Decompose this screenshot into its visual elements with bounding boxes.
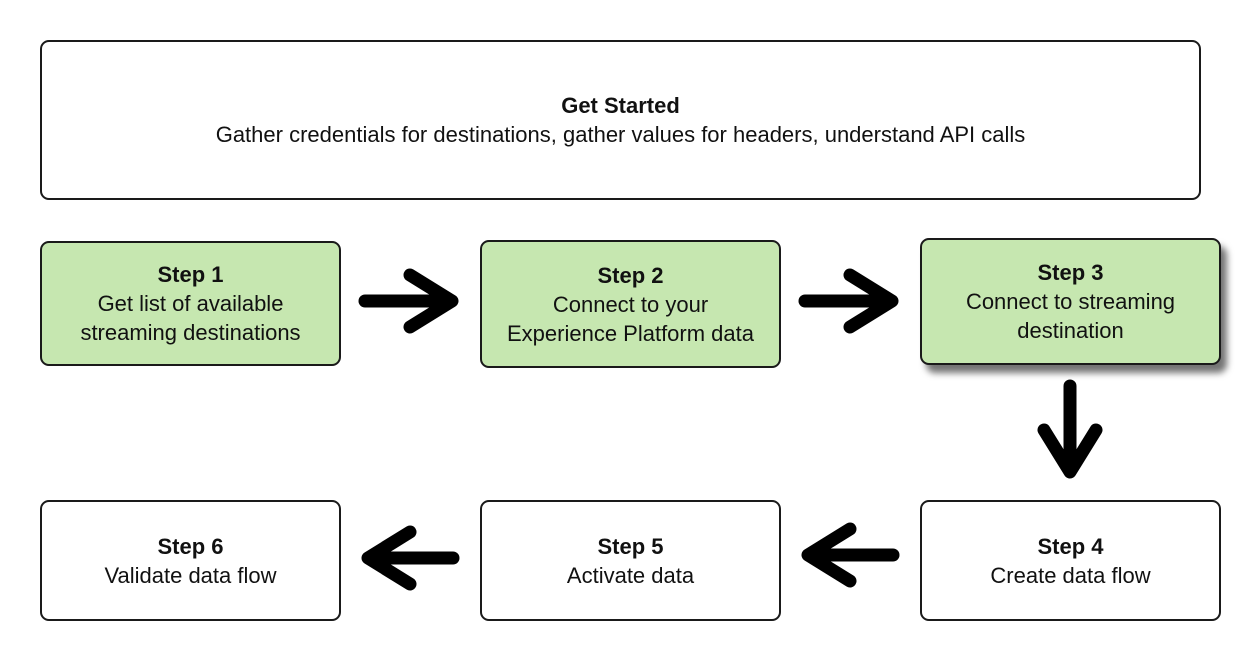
get-started-title: Get Started [561, 93, 680, 118]
step-6-description: Validate data flow [104, 562, 277, 588]
step-2-box: Step 2 Connect to your Experience Platfo… [480, 240, 781, 368]
step-3-title: Step 3 [1037, 260, 1104, 285]
get-started-description: Gather credentials for destinations, gat… [215, 122, 1026, 147]
step-4-title: Step 4 [1037, 533, 1104, 559]
step-1-box: Step 1 Get list of available streaming d… [40, 241, 341, 366]
step-4-description: Create data flow [990, 562, 1151, 588]
arrow-left-icon [361, 525, 460, 591]
step-2-description: Connect to your Experience Platform data [506, 291, 755, 346]
step-3-box: Step 3 Connect to streaming destination [920, 238, 1221, 365]
step-5-title: Step 5 [597, 533, 664, 559]
step-6-box: Step 6 Validate data flow [40, 500, 341, 621]
step-5-description: Activate data [566, 562, 695, 588]
step-1-title: Step 1 [157, 262, 224, 287]
step-2-title: Step 2 [597, 262, 664, 288]
step-4-box: Step 4 Create data flow [920, 500, 1221, 621]
step-1-description: Get list of available streaming destinat… [80, 291, 301, 345]
arrow-left-icon [801, 522, 900, 588]
get-started-box: Get Started Gather credentials for desti… [40, 40, 1201, 200]
arrow-right-icon [798, 268, 899, 334]
step-6-title: Step 6 [157, 533, 224, 559]
arrow-down-icon [1037, 379, 1103, 479]
step-3-description: Connect to streaming destination [965, 289, 1176, 343]
arrow-right-icon [358, 268, 459, 334]
step-5-box: Step 5 Activate data [480, 500, 781, 621]
